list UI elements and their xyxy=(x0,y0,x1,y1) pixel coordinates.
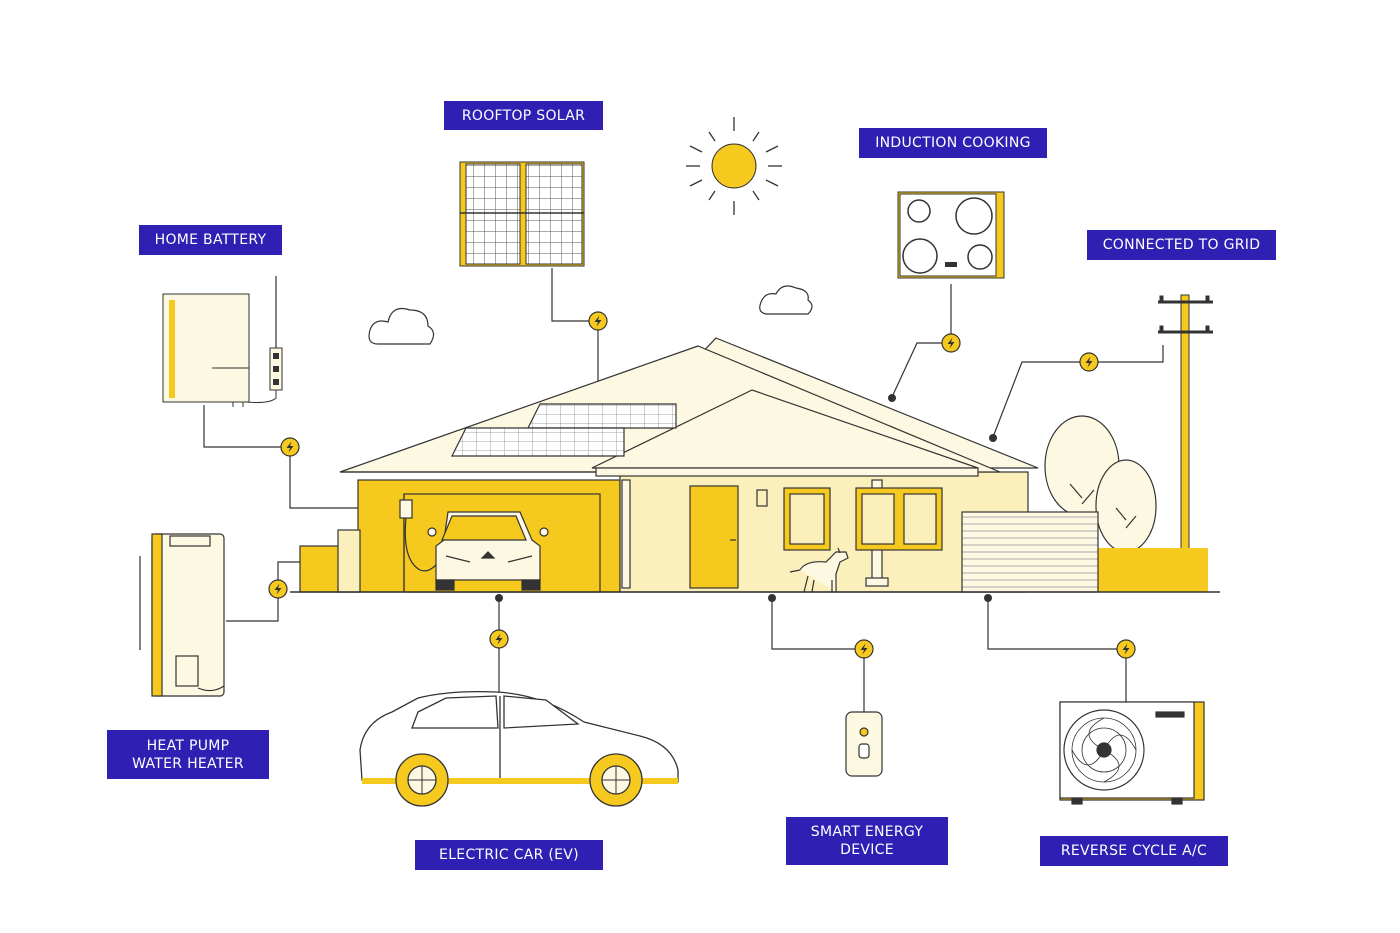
label-rooftop-solar: ROOFTOP SOLAR xyxy=(444,101,603,130)
label-home-battery: HOME BATTERY xyxy=(139,225,282,255)
label-smart-energy-device: SMART ENERGY DEVICE xyxy=(786,817,948,865)
trees xyxy=(1044,415,1157,592)
label-reverse-cycle-ac: REVERSE CYCLE A/C xyxy=(1040,836,1228,866)
heat-pump-water-heater xyxy=(139,533,225,697)
lightning-bolt-icon xyxy=(941,333,961,353)
solar-panel xyxy=(459,161,585,267)
sun-icon xyxy=(686,117,782,215)
dog xyxy=(789,547,849,593)
lightning-bolt-icon xyxy=(268,579,288,599)
lightning-bolt-icon xyxy=(854,639,874,659)
cloud-icon xyxy=(368,307,435,345)
lightning-bolt-icon xyxy=(1116,639,1136,659)
lightning-bolt-icon xyxy=(588,311,608,331)
lightning-bolt-icon xyxy=(489,629,509,649)
label-heat-pump-water-heater: HEAT PUMP WATER HEATER xyxy=(107,730,269,779)
smart-energy-device xyxy=(845,711,883,777)
yard-fence xyxy=(1098,548,1208,592)
induction-cooktop xyxy=(897,191,1005,279)
label-connected-to-grid: CONNECTED TO GRID xyxy=(1087,230,1276,260)
garage-car xyxy=(427,511,549,591)
electric-car xyxy=(359,690,679,807)
house xyxy=(299,337,1099,593)
lightning-bolt-icon xyxy=(280,437,300,457)
home-battery xyxy=(162,276,283,407)
power-pole xyxy=(1158,294,1213,593)
lightning-bolt-icon xyxy=(1079,352,1099,372)
ac-outdoor-unit xyxy=(1059,701,1205,805)
cloud-icon xyxy=(759,285,813,315)
label-electric-car: ELECTRIC CAR (EV) xyxy=(415,840,603,870)
label-induction-cooking: INDUCTION COOKING xyxy=(859,128,1047,158)
